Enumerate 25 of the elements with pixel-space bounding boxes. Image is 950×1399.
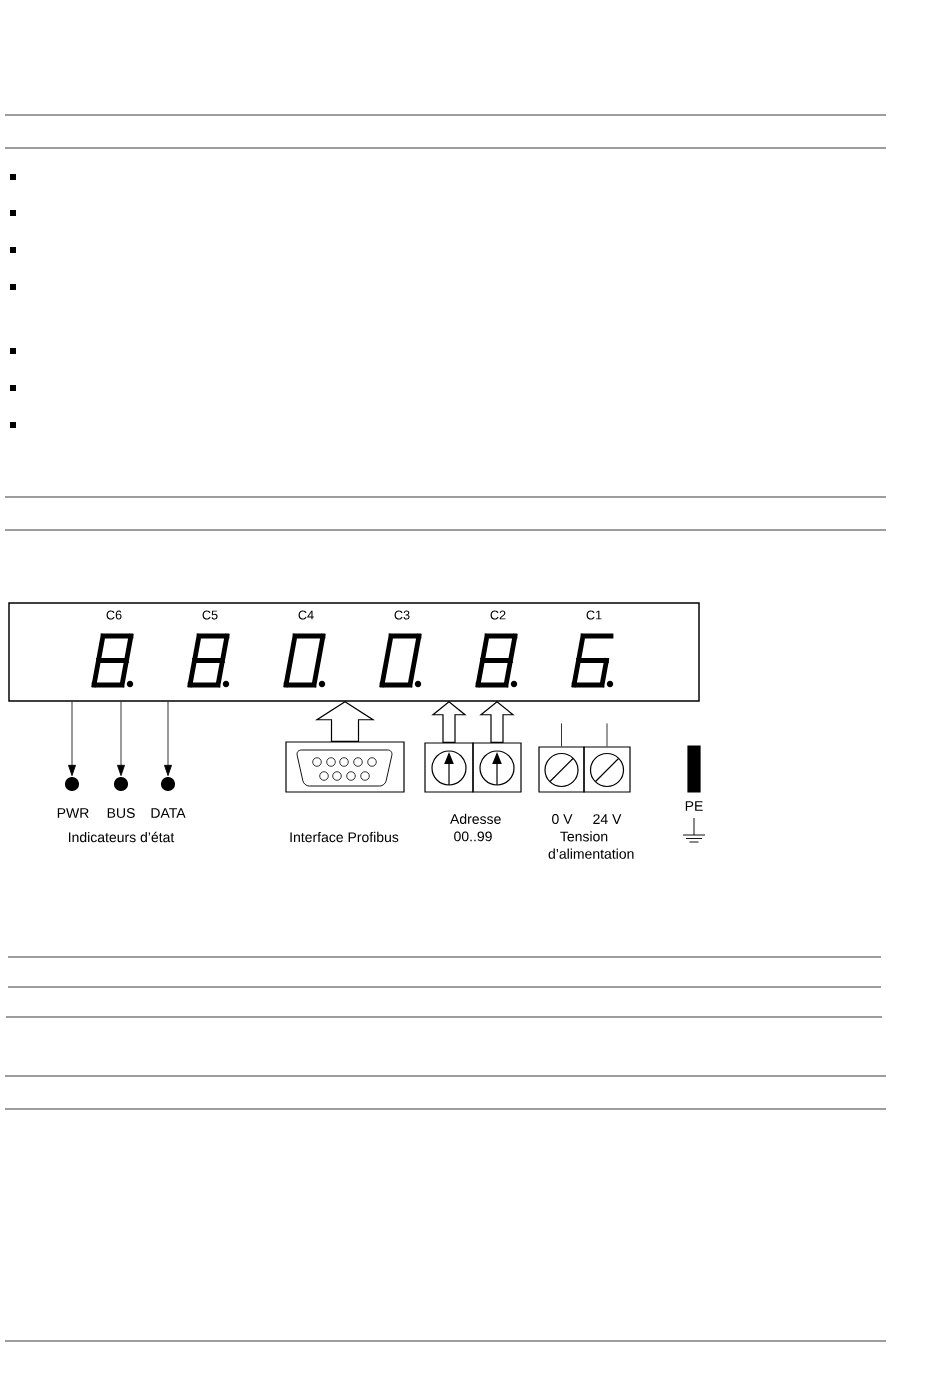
indicator-label: BUS xyxy=(107,808,135,818)
hollow-arrow xyxy=(479,700,515,743)
indicator-label: PWR xyxy=(57,808,89,818)
switch-caption: Adresse 00..99 xyxy=(450,813,501,842)
column-label: C1 xyxy=(586,610,602,620)
hollow-arrow xyxy=(431,700,467,743)
hollow-arrow xyxy=(314,701,376,742)
column-label: C5 xyxy=(202,610,218,620)
arrow xyxy=(164,701,172,777)
supply-caption: Tension d’alimentation xyxy=(548,831,634,859)
column-label: C3 xyxy=(394,610,410,620)
earth-label: PE xyxy=(685,801,703,811)
voltage-label: 0 V xyxy=(552,814,573,824)
column-label: C6 xyxy=(106,610,122,620)
voltage-label: 24 V xyxy=(593,814,622,824)
earth-bar xyxy=(687,745,701,793)
column-label: C2 xyxy=(490,610,506,620)
indicator-label: DATA xyxy=(151,808,186,818)
wire-line xyxy=(561,723,562,747)
arrow xyxy=(117,701,125,777)
column-label: C4 xyxy=(298,610,314,620)
port-caption: Interface Profibus xyxy=(290,831,399,843)
arrow xyxy=(68,701,76,777)
wire-line xyxy=(606,723,608,747)
group-caption: Indicateurs d’état xyxy=(69,831,175,843)
